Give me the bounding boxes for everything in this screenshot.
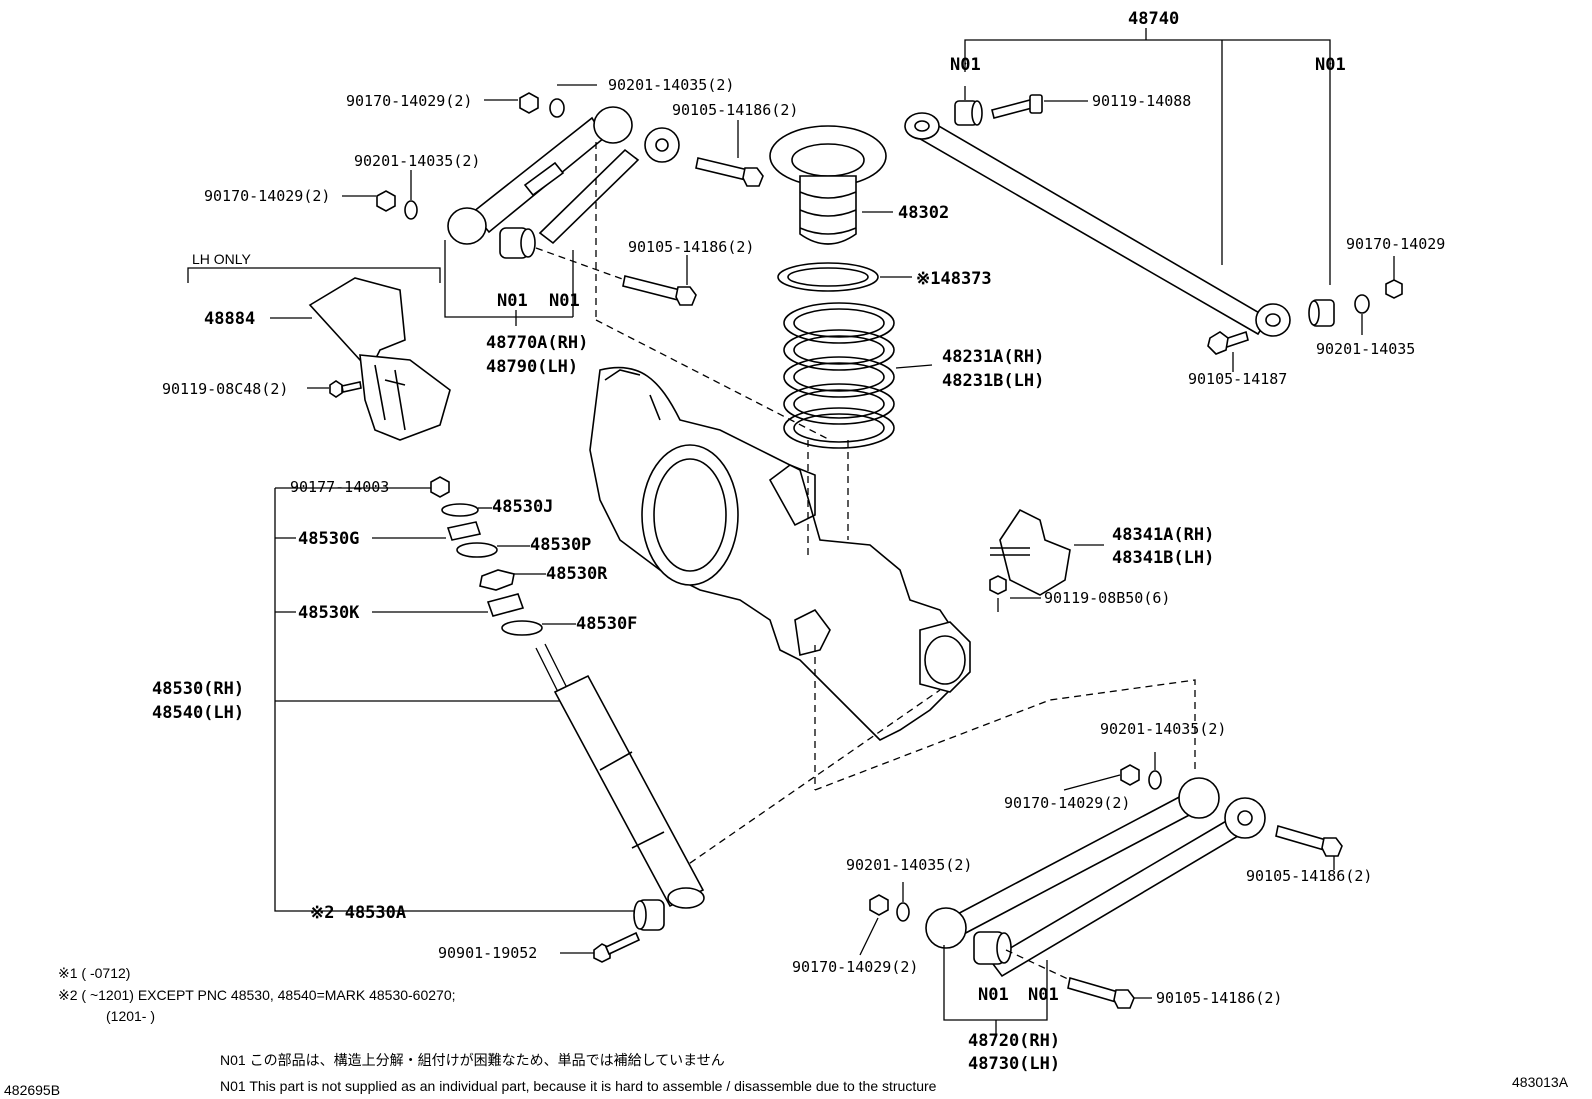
diagram-id-left: 482695B — [4, 1082, 60, 1098]
label-48740: 48740 — [1128, 9, 1179, 29]
lh-only-bracket — [187, 267, 451, 441]
label-48530-rh: 48530(RH) — [152, 679, 244, 699]
label-n01: N01 — [1028, 985, 1059, 1005]
label-90105-14186-2: 90105-14186(2) — [672, 101, 798, 119]
footnotes: ※1 ( -0712) ※2 ( ~1201) EXCEPT PNC 48530… — [4, 965, 1569, 1098]
coil-spring-assembly — [769, 125, 933, 560]
n01-note-japanese: N01 この部品は、構造上分解・組付けが困難なため、単品では補給していません — [220, 1052, 725, 1068]
label-48231b-lh: 48231B(LH) — [942, 371, 1044, 391]
label-90201-14035-2: 90201-14035(2) — [354, 152, 480, 170]
label-90105-14186-2: 90105-14186(2) — [1156, 989, 1282, 1007]
label-90105-14186-2: 90105-14186(2) — [1246, 867, 1372, 885]
label-48770a-rh: 48770A(RH) — [486, 333, 588, 353]
label-48341a-rh: 48341A(RH) — [1112, 525, 1214, 545]
label-90170-14029-2: 90170-14029(2) — [204, 187, 330, 205]
label-48530p: 48530P — [530, 535, 591, 555]
label-90177-14003: 90177-14003 — [290, 478, 389, 496]
label-90105-14186-2: 90105-14186(2) — [628, 238, 754, 256]
label-48373: ※148373 — [916, 269, 992, 289]
label-48341b-lh: 48341B(LH) — [1112, 548, 1214, 568]
label-48530j: 48530J — [492, 497, 553, 517]
footnote-3: (1201- ) — [106, 1008, 155, 1024]
label-90201-14035: 90201-14035 — [1316, 340, 1415, 358]
label-48730-lh: 48730(LH) — [968, 1054, 1060, 1074]
label-48530g: 48530G — [298, 529, 359, 549]
label-48231a-rh: 48231A(RH) — [942, 347, 1044, 367]
label-n01: N01 — [978, 985, 1009, 1005]
lateral-control-rod — [904, 28, 1403, 372]
label-n01: N01 — [549, 291, 580, 311]
label-48720-rh: 48720(RH) — [968, 1031, 1060, 1051]
footnote-1: ※1 ( -0712) — [58, 965, 130, 981]
label-90201-14035-2: 90201-14035(2) — [1100, 720, 1226, 738]
rear-axle-housing — [589, 142, 1196, 871]
label-n01: N01 — [1315, 55, 1346, 75]
footnote-2: ※2 ( ~1201) EXCEPT PNC 48530, 48540=MARK… — [58, 987, 456, 1003]
label-90201-14035-2: 90201-14035(2) — [608, 76, 734, 94]
upper-control-arm — [342, 84, 764, 326]
label-48530f: 48530F — [576, 614, 637, 634]
label-n01: N01 — [497, 291, 528, 311]
label-90170-14029-2: 90170-14029(2) — [346, 92, 472, 110]
label-90170-14029-2: 90170-14029(2) — [1004, 794, 1130, 812]
label-90170-14029: 90170-14029 — [1346, 235, 1445, 253]
label-90170-14029-2: 90170-14029(2) — [792, 958, 918, 976]
label-48530r: 48530R — [546, 564, 608, 584]
axle-bracket — [989, 508, 1104, 612]
label-48530a: ※2 48530A — [310, 903, 406, 923]
label-90901-19052: 90901-19052 — [438, 944, 537, 962]
label-48302: 48302 — [898, 203, 949, 223]
label-90119-14088: 90119-14088 — [1092, 92, 1191, 110]
part-labels: 48740 N01 N01 90119-14088 90170-14029 90… — [152, 9, 1445, 1074]
label-48530k: 48530K — [298, 603, 360, 623]
shock-absorber — [274, 476, 705, 963]
label-48790-lh: 48790(LH) — [486, 357, 578, 377]
label-90119-08c48-2: 90119-08C48(2) — [162, 380, 288, 398]
label-48540-lh: 48540(LH) — [152, 703, 244, 723]
label-90105-14187: 90105-14187 — [1188, 370, 1287, 388]
label-90201-14035-2: 90201-14035(2) — [846, 856, 972, 874]
lower-control-arm — [859, 752, 1343, 1034]
label-48884: 48884 — [204, 309, 255, 329]
label-lh-only: LH ONLY — [192, 251, 252, 267]
n01-note-english: N01 This part is not supplied as an indi… — [220, 1078, 937, 1094]
label-90119-08b50-6: 90119-08B50(6) — [1044, 589, 1170, 607]
diagram-id-right: 483013A — [1512, 1074, 1569, 1090]
label-n01: N01 — [950, 55, 981, 75]
